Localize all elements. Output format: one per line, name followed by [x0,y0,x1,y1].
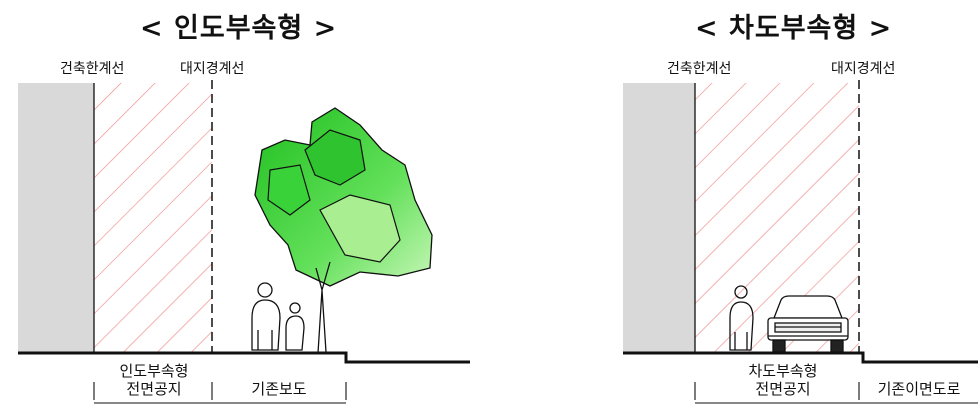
pedestrian-icon [729,285,754,351]
car-icon [767,295,849,353]
ground-line [623,351,978,364]
lot-line-label: 대지경계선 [180,61,245,77]
ground-line [18,351,470,364]
front-space-label: 차도부속형 전면공지 [733,362,833,398]
building-line-label: 건축한계선 [60,61,125,77]
existing-road-label: 기존이면도로 [877,380,961,398]
lot-line-label: 대지경계선 [831,61,896,77]
sidewalk-section-diagram [18,80,470,404]
front-space-type-text: 인도부속형 [119,362,189,380]
front-space-hatch [94,83,212,353]
roadway-type-panel: < 차도부속형 > 건축한계선 대지경계선 [489,0,978,411]
panel-title: < 차도부속형 > [695,13,893,44]
pedestrian-icon [251,282,305,351]
panel-title: < 인도부속형 > [140,13,338,44]
front-space-text: 전면공지 [126,380,182,398]
existing-sidewalk-label: 기존보도 [251,380,307,398]
sidewalk-type-panel: < 인도부속형 > 건축한계선 대지경계선 [18,13,470,404]
tree-icon [254,107,433,354]
roadway-section-diagram [623,80,978,404]
building-line-label: 건축한계선 [667,61,732,77]
front-space-type-text: 차도부속형 [748,362,818,380]
building-block [623,83,695,353]
front-space-text: 전면공지 [755,380,811,398]
front-space-label: 인도부속형 전면공지 [108,362,200,398]
building-block [18,83,94,353]
